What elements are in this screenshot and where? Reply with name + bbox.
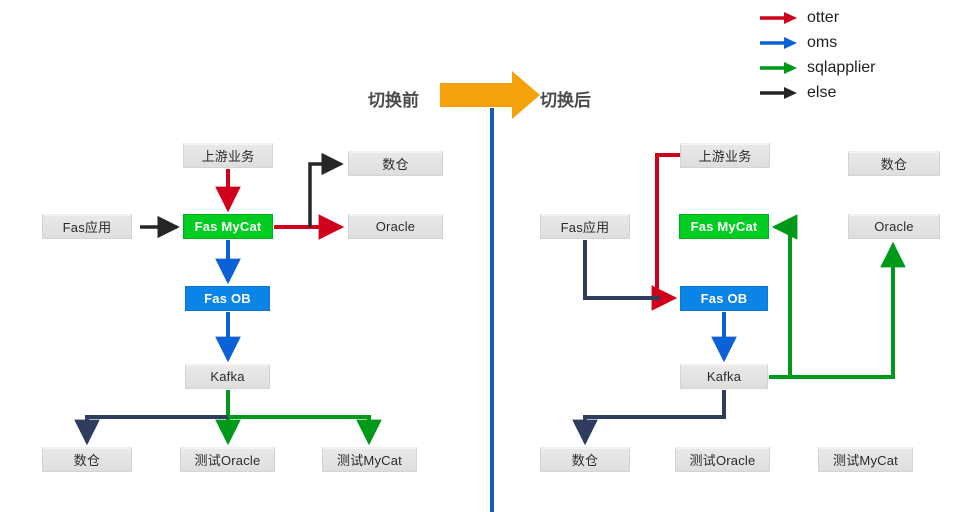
node-upstream2[interactable]: 上游业务: [680, 143, 770, 168]
node-fas_ob[interactable]: Fas OB: [185, 286, 270, 311]
legend-label-oms: oms: [807, 34, 838, 51]
node-test_mycat2[interactable]: 测试MyCat: [818, 447, 913, 472]
arrow-right-icon: [760, 37, 797, 49]
edge-fasapp2-to-fasob2: [583, 240, 660, 300]
edge-upstream2-to-fasob2: [651, 153, 680, 311]
legend-label-sqlapplier: sqlapplier: [807, 59, 876, 76]
node-test_oracle[interactable]: 测试Oracle: [180, 447, 275, 472]
legend-label-else: else: [807, 84, 837, 101]
arrow-right-icon: [760, 87, 797, 99]
node-dw_top2[interactable]: 数仓: [848, 151, 940, 176]
node-upstream[interactable]: 上游业务: [183, 143, 273, 168]
node-fas_mycat[interactable]: Fas MyCat: [183, 214, 273, 239]
label-before-switch: 切换前: [368, 91, 419, 110]
edge-kafka2-to-fasmycat2: [769, 214, 798, 379]
legend-item-otter: otter: [760, 6, 970, 30]
node-dw_bottom[interactable]: 数仓: [42, 447, 132, 472]
label-after-switch: 切换后: [540, 91, 591, 110]
legend-item-oms: oms: [760, 31, 970, 55]
node-oracle2[interactable]: Oracle: [848, 214, 940, 239]
node-fas_app2[interactable]: Fas应用: [540, 214, 630, 239]
legend-item-else: else: [760, 81, 970, 105]
node-kafka[interactable]: Kafka: [185, 364, 270, 389]
edge-kafka2-to-datawarehouse-bottom2: [572, 390, 726, 446]
node-dw_top[interactable]: 数仓: [348, 151, 443, 176]
edge-kafka-to-testmycat: [228, 415, 382, 446]
node-dw_bottom2[interactable]: 数仓: [540, 447, 630, 472]
node-fas_mycat2[interactable]: Fas MyCat: [679, 214, 769, 239]
node-fas_ob2[interactable]: Fas OB: [680, 286, 768, 311]
edge-fasmycat-to-datawarehouse: [308, 152, 344, 227]
node-kafka2[interactable]: Kafka: [680, 364, 768, 389]
section-divider: [490, 108, 494, 512]
node-oracle[interactable]: Oracle: [348, 214, 443, 239]
node-fas_app[interactable]: Fas应用: [42, 214, 132, 239]
arrow-right-icon: [760, 12, 797, 24]
legend-label-otter: otter: [807, 9, 840, 26]
edge-kafka-to-datawarehouse-bottom: [74, 415, 228, 446]
legend: otter oms sqlapplier else: [760, 6, 970, 106]
legend-item-sqlapplier: sqlapplier: [760, 56, 970, 80]
edge-kafka2-to-oracle2: [769, 241, 906, 379]
arrow-right-icon: [760, 62, 797, 74]
node-test_mycat[interactable]: 测试MyCat: [322, 447, 417, 472]
node-test_oracle2[interactable]: 测试Oracle: [675, 447, 770, 472]
